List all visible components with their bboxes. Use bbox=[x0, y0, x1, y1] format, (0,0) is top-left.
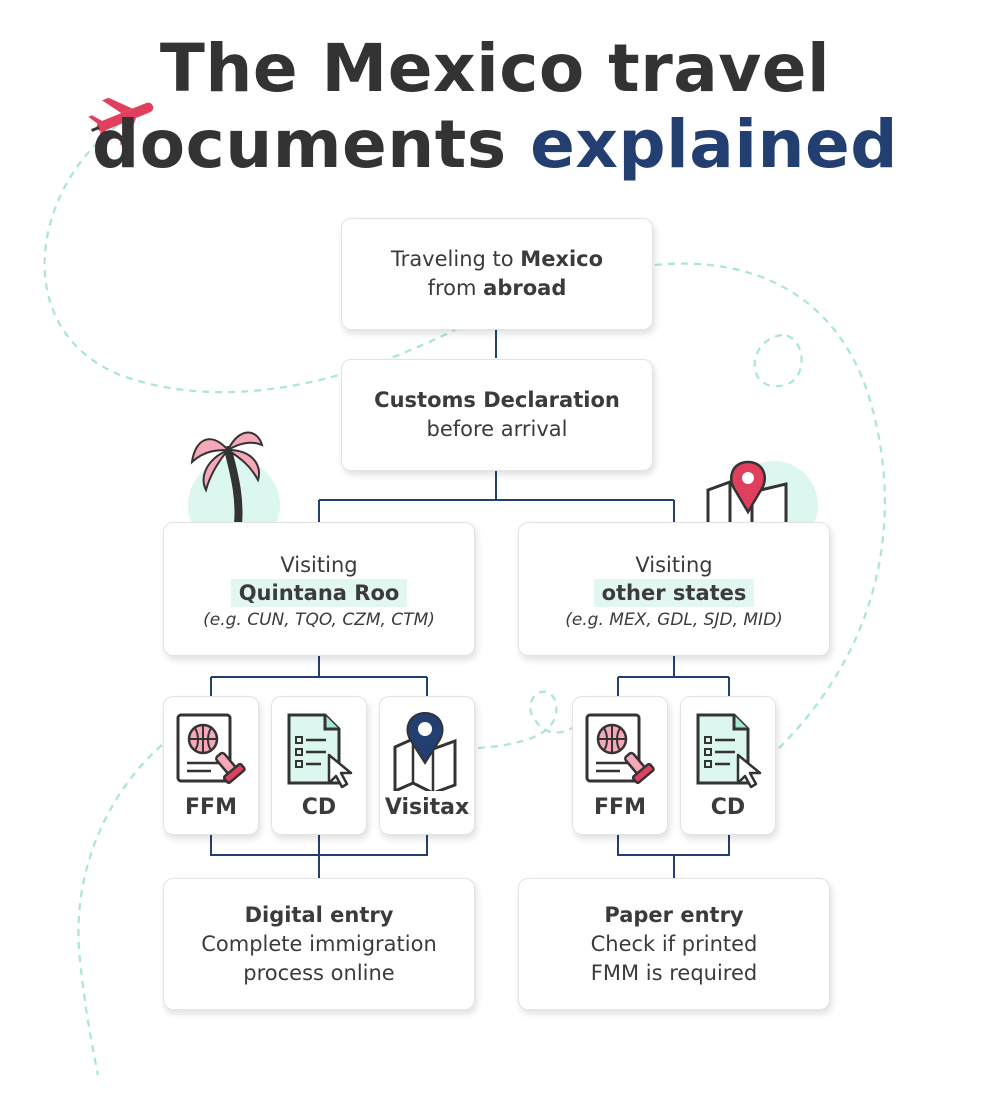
start-text-a: Traveling to bbox=[390, 247, 514, 271]
title-plain: documents bbox=[92, 106, 507, 183]
doc-card-right-ffm: FFM bbox=[572, 696, 668, 835]
customs-text: before arrival bbox=[426, 417, 568, 441]
passport-stamp-icon bbox=[585, 713, 655, 784]
page-title-line2: documents explained bbox=[0, 108, 990, 182]
doc-label-left-ffm: FFM bbox=[185, 795, 237, 820]
connector-left-docs bbox=[210, 656, 428, 696]
branch-card-other-states: Visiting other states (e.g. MEX, GDL, SJ… bbox=[518, 522, 830, 656]
page-title-line1: The Mexico travel bbox=[159, 30, 831, 107]
map-pin-icon bbox=[393, 711, 457, 791]
start-line2: from abroad bbox=[428, 274, 567, 303]
start-card: Traveling to Mexico from abroad bbox=[341, 218, 653, 330]
document-cursor-icon bbox=[696, 713, 762, 789]
branch-left-visiting: Visiting bbox=[280, 553, 358, 577]
dashed-path-bottom-left bbox=[77, 744, 163, 1076]
result-card-paper-entry: Paper entry Check if printed FMM is requ… bbox=[518, 878, 830, 1010]
connector-customs-branches bbox=[318, 471, 675, 522]
branch-right-visiting: Visiting bbox=[635, 553, 713, 577]
passport-stamp-icon bbox=[176, 713, 246, 784]
start-text-b: from bbox=[427, 276, 477, 300]
doc-card-left-ffm: FFM bbox=[163, 696, 259, 835]
airplane-icon bbox=[88, 97, 154, 145]
result-card-digital-entry: Digital entry Complete immigration proce… bbox=[163, 878, 475, 1010]
doc-label-right-cd: CD bbox=[710, 795, 746, 820]
branch-left-examples: (e.g. CUN, TQO, CZM, CTM) bbox=[203, 610, 435, 630]
document-cursor-icon bbox=[287, 713, 353, 789]
doc-card-right-cd: CD bbox=[680, 696, 776, 835]
doc-card-left-cd: CD bbox=[271, 696, 367, 835]
customs-card: Customs Declaration before arrival bbox=[341, 359, 653, 471]
start-bold-a: Mexico bbox=[520, 247, 604, 271]
title-accent: explained bbox=[530, 106, 898, 183]
doc-card-left-visitax: Visitax bbox=[379, 696, 475, 835]
result-right-line1: Check if printed bbox=[590, 931, 758, 956]
result-left-title: Digital entry bbox=[244, 902, 394, 927]
result-left-line1: Complete immigration bbox=[201, 931, 437, 956]
branch-right-region: other states bbox=[593, 579, 755, 607]
result-right-title: Paper entry bbox=[604, 902, 744, 927]
connector-right-result bbox=[617, 835, 730, 878]
result-left-line2: process online bbox=[243, 960, 395, 985]
doc-label-left-visitax: Visitax bbox=[384, 795, 470, 820]
branch-right-examples: (e.g. MEX, GDL, SJD, MID) bbox=[565, 610, 783, 630]
dashed-path-right bbox=[654, 262, 886, 753]
doc-label-right-ffm: FFM bbox=[594, 795, 646, 820]
dashed-path-mid bbox=[477, 690, 573, 750]
result-right-line2: FMM is required bbox=[590, 960, 758, 985]
start-bold-b: abroad bbox=[483, 276, 567, 300]
doc-label-left-cd: CD bbox=[301, 795, 337, 820]
branch-card-quintana-roo: Visiting Quintana Roo (e.g. CUN, TQO, CZ… bbox=[163, 522, 475, 656]
dashed-loop-right bbox=[753, 333, 803, 388]
start-line1: Traveling to Mexico bbox=[391, 245, 603, 274]
connector-right-docs bbox=[617, 656, 730, 696]
connector-left-result bbox=[210, 835, 428, 878]
branch-left-region: Quintana Roo bbox=[230, 579, 408, 607]
customs-title: Customs Declaration bbox=[374, 388, 620, 412]
